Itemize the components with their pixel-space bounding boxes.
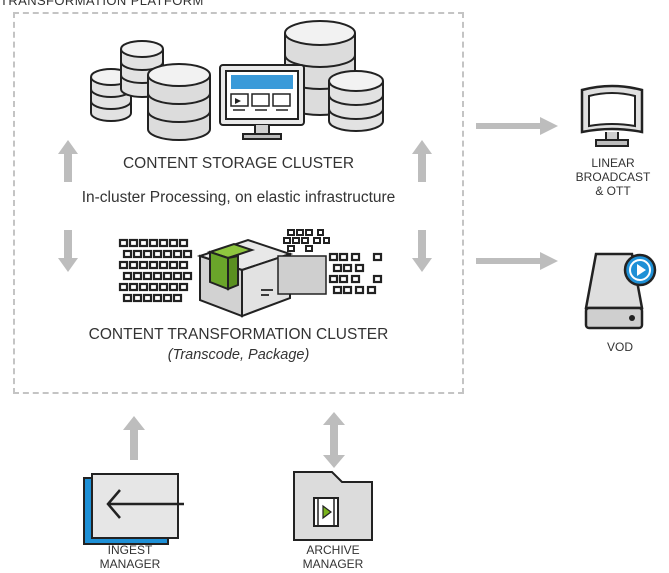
archive-line2: MANAGER: [302, 557, 364, 571]
pixel-grid-icon: [118, 238, 193, 303]
arrow-archive-bidirectional: [323, 412, 345, 468]
arrow-to-linear: [476, 117, 558, 135]
overlay-panel: [277, 255, 327, 295]
storage-cluster-sublabel: In-cluster Processing, on elastic infras…: [81, 189, 396, 206]
linear-line1: LINEAR: [591, 156, 635, 170]
ingest-line2: MANAGER: [99, 557, 161, 571]
down-arrow-left: [58, 230, 78, 272]
monitor-icon: [580, 84, 644, 147]
storage-cluster-icon: [90, 20, 384, 141]
linear-broadcast-label: LINEAR BROADCAST & OTT: [568, 156, 658, 198]
linear-line2: BROADCAST: [575, 170, 651, 184]
database-icon: [328, 70, 384, 132]
database-icon: [120, 40, 164, 98]
arrow-ingest-up: [123, 416, 145, 460]
archive-manager-label: ARCHIVE MANAGER: [283, 543, 383, 571]
linear-line3: & OTT: [595, 184, 631, 198]
down-arrow-right: [412, 230, 432, 272]
hard-drive-play-icon: [584, 252, 657, 330]
database-icon: [147, 63, 211, 141]
transformation-cluster-icon: [118, 229, 383, 318]
up-arrow-right: [412, 140, 432, 182]
platform-boundary: [13, 12, 464, 394]
transformation-cluster-label: CONTENT TRANSFORMATION CLUSTER: [88, 326, 389, 343]
archive-folder-icon: [293, 471, 373, 541]
ingest-arrow-icon: [83, 473, 184, 545]
arrow-to-vod: [476, 252, 558, 270]
pixel-grid-icon: [328, 252, 383, 295]
ingest-line1: INGEST: [107, 543, 153, 557]
archive-line1: ARCHIVE: [306, 543, 360, 557]
package-box-icon: [196, 238, 294, 318]
transformation-cluster-sublabel: (Transcode, Package): [167, 347, 310, 363]
computer-monitor-icon: [219, 64, 305, 140]
vod-label: VOD: [606, 340, 633, 354]
storage-cluster-label: CONTENT STORAGE CLUSTER: [122, 155, 355, 172]
ingest-manager-label: INGEST MANAGER: [80, 543, 180, 571]
platform-title: TRANSFORMATION PLATFORM: [0, 0, 204, 8]
up-arrow-left: [58, 140, 78, 182]
